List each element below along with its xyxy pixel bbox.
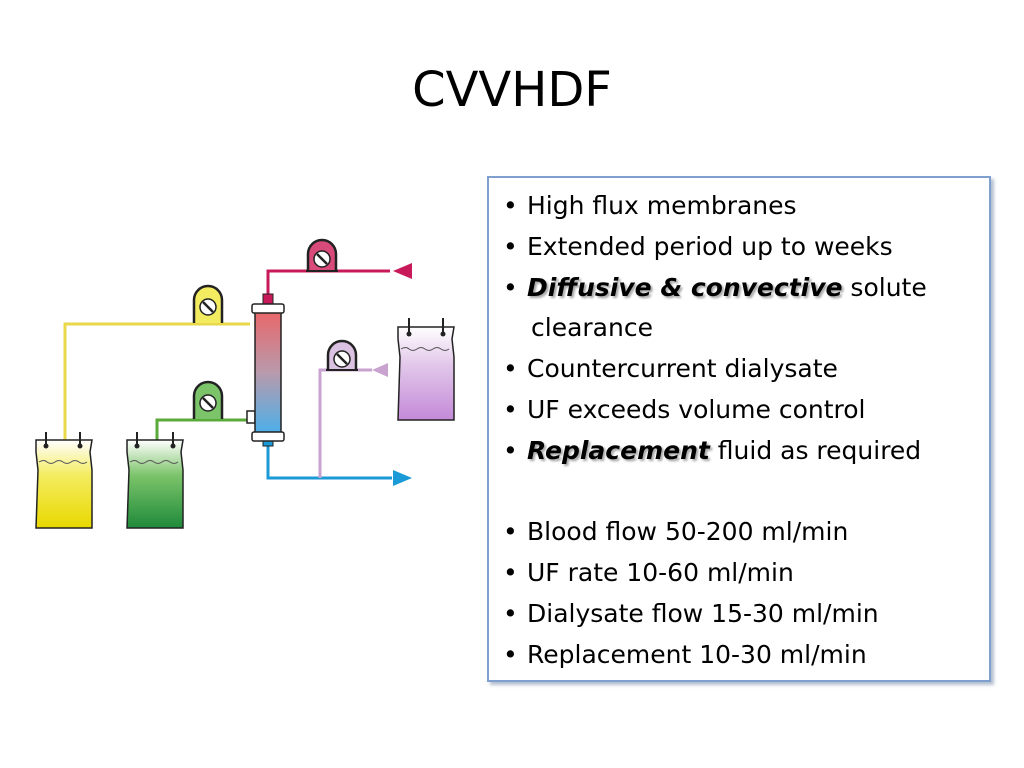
blood-in-line — [266, 269, 390, 298]
emphasized-text: Replacement — [527, 435, 710, 465]
bullet-item: •Extended period up to weeks — [503, 231, 893, 261]
emphasized-text: Diffusive & convective — [527, 272, 843, 302]
blood-out-arrow-icon — [393, 470, 412, 486]
replacement-bag-icon — [397, 318, 455, 421]
bullet-item: •Blood flow 50-200 ml/min — [503, 517, 849, 547]
spacer — [499, 472, 989, 513]
dialysate-bag-icon — [126, 432, 184, 529]
bullet-item: •Countercurrent dialysate — [503, 354, 838, 384]
blood-pump-icon — [306, 238, 338, 272]
dialysate-pump-icon — [192, 380, 224, 419]
bullet-item: •High flux membranes — [503, 191, 797, 220]
effluent-pump-icon — [192, 284, 224, 323]
bullet-list: •High flux membranes •Extended period up… — [489, 178, 989, 676]
bullet-continuation: clearance — [531, 313, 653, 343]
blood-in-arrow-icon — [393, 263, 412, 279]
slide-title: CVVHDF — [412, 62, 612, 118]
replacement-line — [318, 368, 372, 478]
key-points-box: •High flux membranes •Extended period up… — [487, 176, 991, 682]
bullet-item: •Replacement 10-30 ml/min — [503, 639, 867, 669]
effluent-line — [63, 322, 250, 440]
hemofilter — [246, 293, 285, 447]
replacement-arrow-icon — [372, 363, 388, 377]
bullet-item: •Dialysate flow 15-30 ml/min — [503, 598, 879, 628]
effluent-bag-icon — [35, 432, 93, 529]
bullet-item: •Replacement fluid as required — [503, 435, 922, 465]
bullet-item: •UF exceeds volume control — [503, 394, 866, 424]
bullet-item: •Diffusive & convective solute — [503, 272, 927, 302]
cvvhdf-circuit-diagram — [35, 238, 455, 529]
dialysate-line — [155, 418, 250, 440]
blood-out-line — [266, 442, 392, 480]
replacement-pump-icon — [326, 339, 358, 371]
bullet-item: •UF rate 10-60 ml/min — [503, 558, 794, 588]
